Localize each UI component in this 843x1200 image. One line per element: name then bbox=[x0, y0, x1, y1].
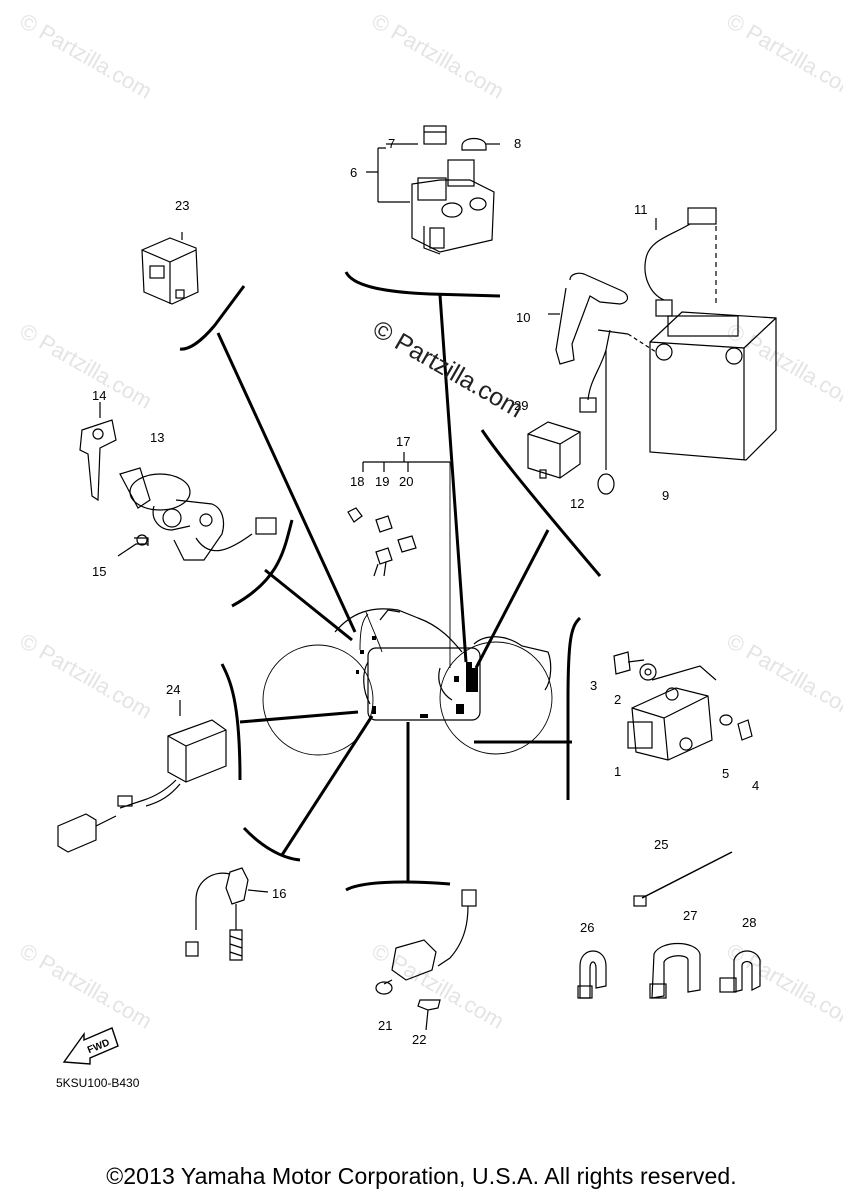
callout-25: 25 bbox=[654, 837, 668, 852]
callout-15: 15 bbox=[92, 564, 106, 579]
callout-labels: 1 2 3 4 5 6 7 8 9 10 11 12 13 14 15 16 1… bbox=[92, 136, 759, 1047]
callout-21: 21 bbox=[378, 1018, 392, 1033]
callout-23: 23 bbox=[175, 198, 189, 213]
callout-20: 20 bbox=[399, 474, 413, 489]
diagram-code: 5KSU100-B430 bbox=[56, 1076, 140, 1090]
starter-relay bbox=[366, 125, 500, 255]
callout-11: 11 bbox=[634, 202, 648, 217]
callout-5: 5 bbox=[722, 766, 729, 781]
callout-18: 18 bbox=[350, 474, 364, 489]
callout-16: 16 bbox=[272, 886, 286, 901]
callout-13: 13 bbox=[150, 430, 164, 445]
callout-8: 8 bbox=[514, 136, 521, 151]
callout-2: 2 bbox=[614, 692, 621, 707]
cable-tie bbox=[633, 851, 733, 907]
callout-4: 4 bbox=[752, 778, 759, 793]
fwd-arrow: FWD bbox=[62, 1027, 119, 1065]
flasher-relay bbox=[141, 232, 199, 305]
callout-10: 10 bbox=[516, 310, 530, 325]
connector-24 bbox=[57, 700, 227, 853]
callout-7: 7 bbox=[388, 136, 395, 151]
callout-6: 6 bbox=[350, 165, 357, 180]
callout-9: 9 bbox=[662, 488, 669, 503]
rectifier-regulator bbox=[613, 651, 753, 761]
copyright-notice: ©2013 Yamaha Motor Corporation, U.S.A. A… bbox=[106, 1163, 737, 1189]
callout-12: 12 bbox=[570, 496, 584, 511]
neutral-switch bbox=[185, 867, 269, 961]
main-switch bbox=[79, 402, 277, 561]
callout-1: 1 bbox=[614, 764, 621, 779]
callout-22: 22 bbox=[412, 1032, 426, 1047]
clamps bbox=[577, 943, 761, 999]
relay-29 bbox=[527, 421, 581, 479]
motorcycle-outline bbox=[262, 608, 553, 756]
callout-3: 3 bbox=[590, 678, 597, 693]
callout-27: 27 bbox=[683, 908, 697, 923]
battery-group bbox=[548, 207, 777, 495]
callout-29: 29 bbox=[514, 398, 528, 413]
callout-14: 14 bbox=[92, 388, 106, 403]
callout-28: 28 bbox=[742, 915, 756, 930]
thin-leader-lines bbox=[359, 462, 451, 668]
sensor-21 bbox=[375, 889, 477, 1031]
callout-24: 24 bbox=[166, 682, 180, 697]
callout-19: 19 bbox=[375, 474, 389, 489]
callout-26: 26 bbox=[580, 920, 594, 935]
callout-17: 17 bbox=[396, 434, 410, 449]
leader-lines bbox=[179, 271, 602, 892]
fuses bbox=[347, 452, 450, 577]
